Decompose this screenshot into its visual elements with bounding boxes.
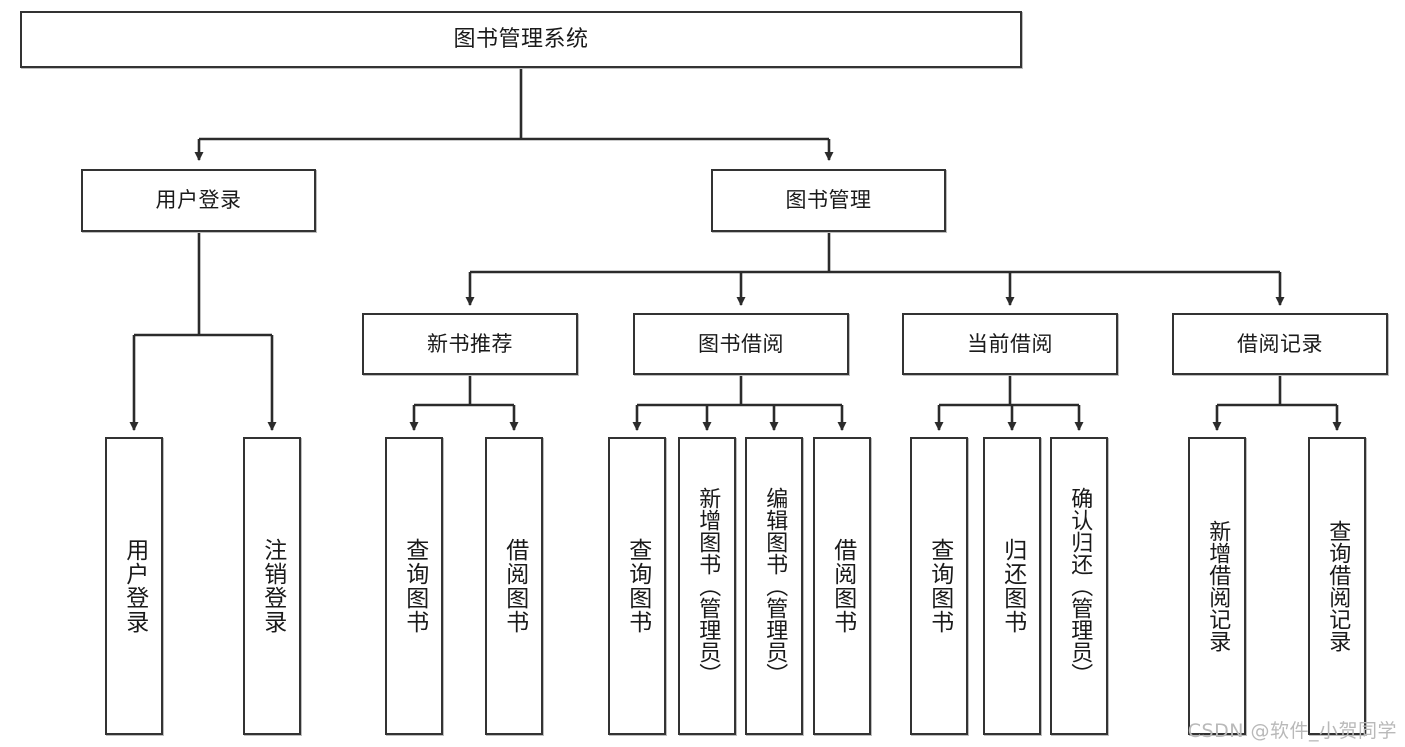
node-label: 注销登录 — [259, 538, 286, 634]
node-level3-book-borrow[interactable]: 图书借阅 — [633, 313, 849, 375]
node-label: 图书管理 — [785, 188, 872, 213]
node-label: 图书借阅 — [698, 331, 784, 356]
node-label: 用户登录 — [155, 188, 242, 213]
node-level3-borrow-records[interactable]: 借阅记录 — [1172, 313, 1388, 375]
node-label: 查询图书 — [926, 538, 953, 634]
node-label: 归还图书 — [999, 538, 1026, 634]
node-label: 新增图书（管理员） — [695, 487, 721, 685]
node-leaf-borrow-books[interactable]: 借阅图书 — [813, 437, 871, 735]
node-label: 编辑图书（管理员） — [762, 487, 788, 685]
watermark: CSDN @软件_小贺同学 — [1187, 720, 1397, 742]
node-label: 图书管理系统 — [453, 26, 589, 52]
node-leaf-query-books-recommend[interactable]: 查询图书 — [385, 437, 443, 735]
node-level3-new-book-recommend[interactable]: 新书推荐 — [362, 313, 578, 375]
node-leaf-add-book-admin[interactable]: 新增图书（管理员） — [678, 437, 736, 735]
node-label: 确认归还（管理员） — [1067, 487, 1093, 685]
node-label: 新书推荐 — [427, 331, 513, 356]
node-label: 新增借阅记录 — [1205, 520, 1231, 652]
node-level3-current-borrow[interactable]: 当前借阅 — [902, 313, 1118, 375]
node-label: 借阅图书 — [829, 538, 856, 634]
node-leaf-user-login[interactable]: 用户登录 — [105, 437, 163, 735]
node-label: 用户登录 — [121, 538, 148, 634]
node-leaf-query-books-borrow[interactable]: 查询图书 — [608, 437, 666, 735]
node-label: 当前借阅 — [967, 331, 1053, 356]
node-leaf-borrow-books-recommend[interactable]: 借阅图书 — [485, 437, 543, 735]
node-leaf-confirm-return-admin[interactable]: 确认归还（管理员） — [1050, 437, 1108, 735]
node-leaf-add-borrow-record[interactable]: 新增借阅记录 — [1188, 437, 1246, 735]
node-leaf-return-books[interactable]: 归还图书 — [983, 437, 1041, 735]
node-label: 借阅记录 — [1237, 331, 1323, 356]
node-label: 查询借阅记录 — [1325, 520, 1351, 652]
node-label: 借阅图书 — [501, 538, 528, 634]
node-root[interactable]: 图书管理系统 — [20, 11, 1022, 68]
node-leaf-query-books-current[interactable]: 查询图书 — [910, 437, 968, 735]
node-leaf-edit-book-admin[interactable]: 编辑图书（管理员） — [745, 437, 803, 735]
node-level2-book-management[interactable]: 图书管理 — [711, 169, 946, 232]
node-level2-user-login[interactable]: 用户登录 — [81, 169, 316, 232]
node-leaf-logout[interactable]: 注销登录 — [243, 437, 301, 735]
node-label: 查询图书 — [401, 538, 428, 634]
node-label: 查询图书 — [624, 538, 651, 634]
node-leaf-query-borrow-record[interactable]: 查询借阅记录 — [1308, 437, 1366, 735]
